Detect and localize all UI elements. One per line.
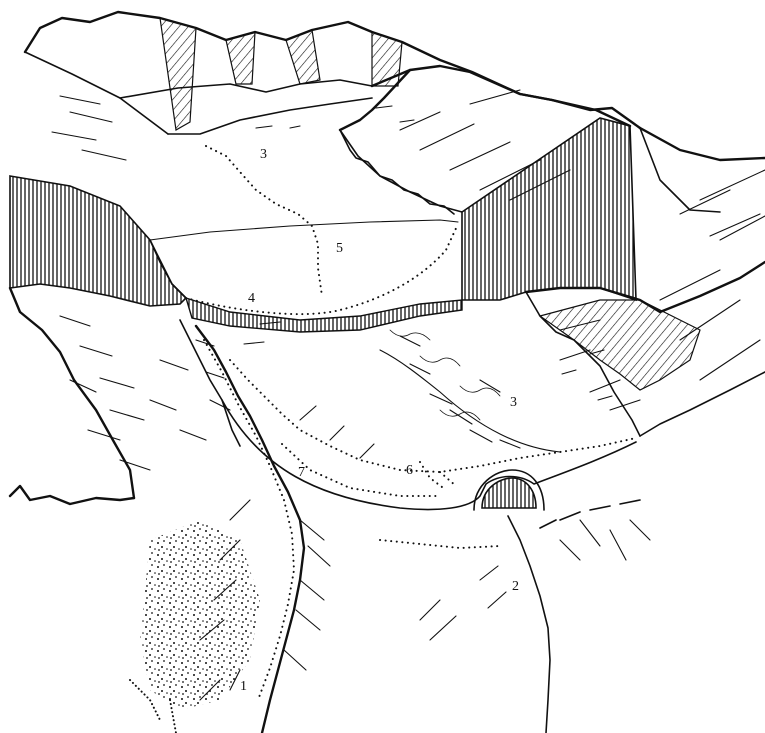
label-5: 5 (336, 241, 343, 256)
label-4: 4 (248, 291, 255, 306)
stream-2 (508, 516, 550, 733)
label-7: 7 (298, 465, 305, 480)
right-rock-block (340, 66, 636, 300)
lower-basin (222, 322, 636, 510)
label-2: 2 (512, 579, 519, 594)
label-3-lower: 3 (510, 395, 517, 410)
talus-fan (130, 520, 260, 733)
upper-ridge (25, 12, 640, 160)
label-3-upper: 3 (260, 147, 267, 162)
label-6: 6 (406, 463, 413, 478)
lower-slopes (200, 500, 650, 700)
upper-cirque (150, 98, 458, 314)
label-1: 1 (240, 679, 247, 694)
